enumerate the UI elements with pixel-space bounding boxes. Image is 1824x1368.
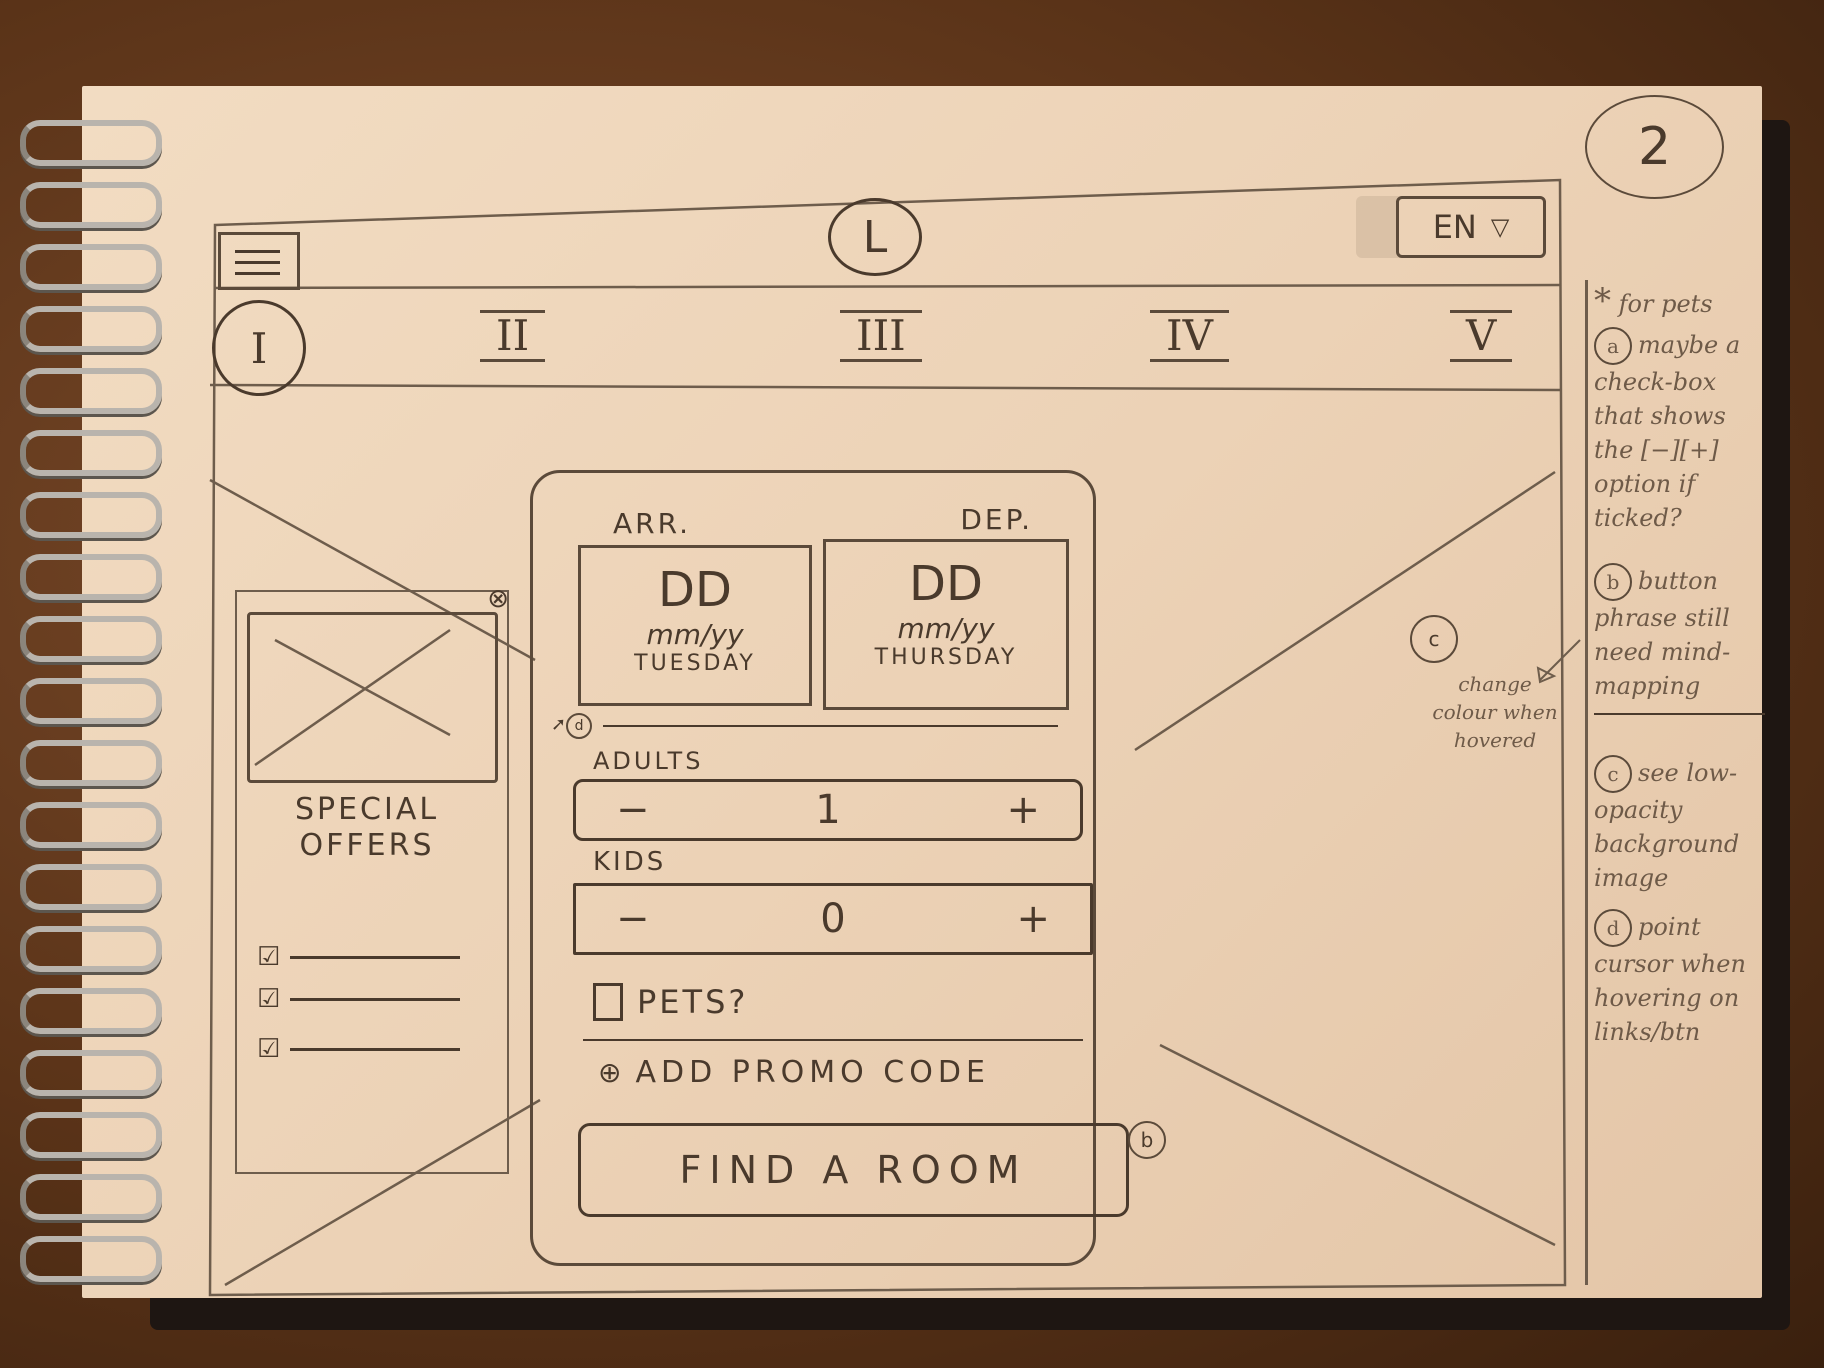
departure-label: DEP. [960, 503, 1033, 536]
nav-item-2[interactable]: II [480, 310, 546, 362]
special-offers-card[interactable]: ⊗ SPECIAL OFFERS ☑ ☑ ☑ [235, 584, 509, 1174]
adults-stepper[interactable]: − 1 + [573, 779, 1083, 841]
arrival-date-picker[interactable]: DD mm/yy TUESDAY [578, 545, 812, 706]
kids-label: KIDS [593, 847, 667, 877]
annotation-c-marker: c [1410, 615, 1458, 663]
hamburger-icon [235, 249, 280, 253]
background-hover-note: change colour when hovered [1432, 672, 1558, 752]
adults-decrement-button[interactable]: − [616, 787, 650, 833]
logo[interactable]: L [828, 198, 922, 276]
nav-item-1[interactable]: I [212, 300, 306, 396]
find-a-room-button[interactable]: FIND A ROOM [578, 1123, 1129, 1217]
kids-stepper[interactable]: − 0 + [573, 883, 1093, 955]
checklist-item: ☑ [257, 942, 461, 972]
booking-form: ARR. DEP. DD mm/yy TUESDAY DD mm/yy THUR… [530, 470, 1166, 1266]
divider [603, 725, 1058, 727]
arrival-label: ARR. [613, 507, 691, 540]
annotation-b-marker: b [1128, 1121, 1166, 1159]
language-selector[interactable]: EN ▽ [1396, 196, 1546, 258]
adults-increment-button[interactable]: + [1006, 787, 1040, 833]
offers-title: SPECIAL OFFERS [294, 792, 440, 863]
kids-increment-button[interactable]: + [1016, 896, 1050, 942]
add-promo-code-link[interactable]: ⊕ ADD PROMO CODE [598, 1055, 990, 1090]
adults-value: 1 [815, 787, 841, 833]
page-number: 2 [1585, 95, 1724, 199]
checklist-item: ☑ [257, 984, 461, 1014]
check-icon: ☑ [257, 942, 281, 972]
chevron-down-icon: ▽ [1490, 213, 1510, 241]
offers-checklist: ☑ ☑ ☑ [257, 942, 461, 1064]
divider [583, 1039, 1083, 1041]
kids-value: 0 [820, 896, 846, 942]
nav-item-5[interactable]: V [1450, 310, 1513, 362]
departure-date-picker[interactable]: DD mm/yy THURSDAY [823, 539, 1069, 710]
kids-decrement-button[interactable]: − [616, 896, 650, 942]
check-icon: ☑ [257, 984, 281, 1014]
annotation-d-marker: ➚d [551, 713, 598, 739]
adults-label: ADULTS [593, 747, 704, 775]
plus-circle-icon: ⊕ [598, 1056, 622, 1089]
note-pets: * for pets [1594, 281, 1713, 321]
nav-item-4[interactable]: IV [1150, 310, 1229, 362]
nav-item-3[interactable]: III [840, 310, 922, 362]
offer-image-placeholder [247, 612, 498, 783]
spiral-binding [20, 120, 162, 1282]
checklist-item: ☑ [257, 1034, 461, 1064]
close-icon[interactable]: ⊗ [487, 584, 509, 614]
pets-checkbox[interactable] [593, 983, 623, 1021]
pets-checkbox-row[interactable]: PETS? [593, 983, 748, 1021]
pets-label: PETS? [637, 983, 749, 1021]
menu-button[interactable] [218, 232, 300, 290]
check-icon: ☑ [257, 1034, 281, 1064]
